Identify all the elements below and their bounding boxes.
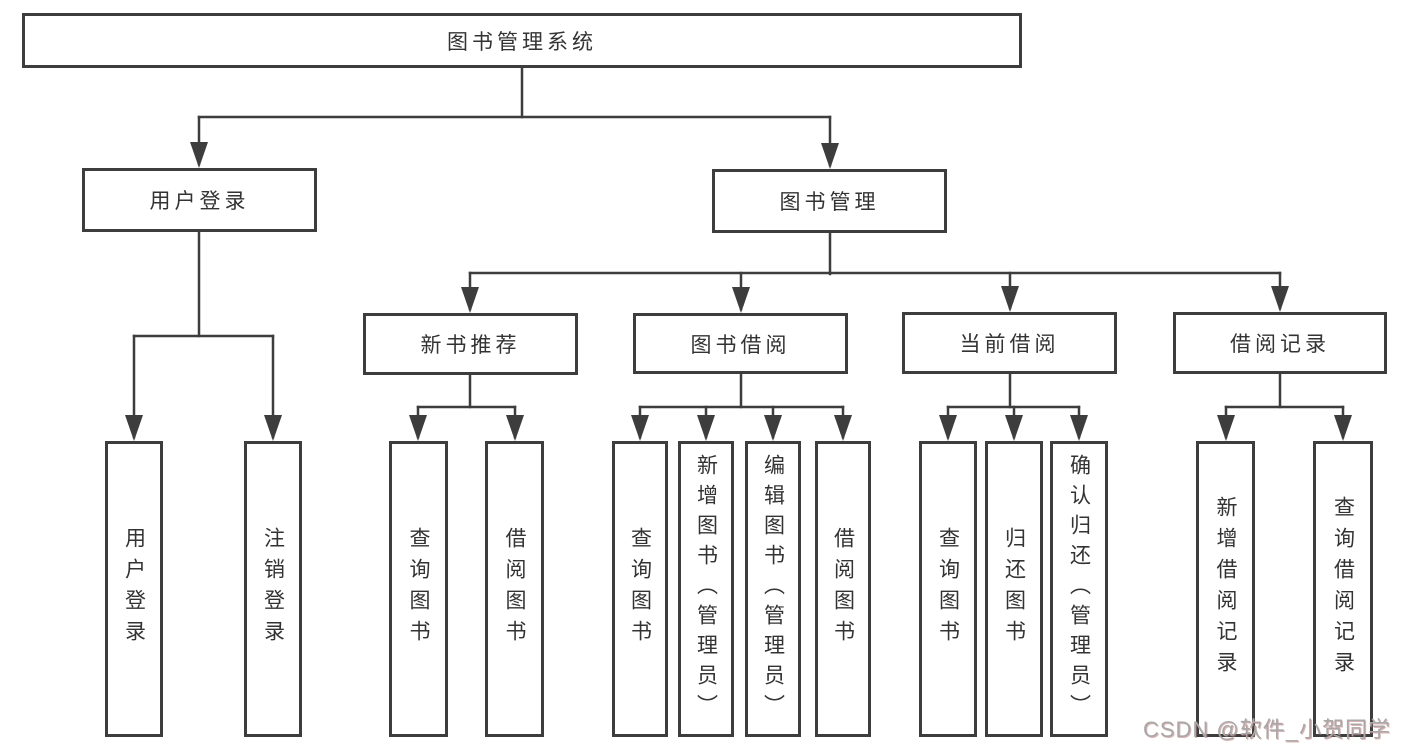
node-label: 图书管理系统 xyxy=(447,30,597,54)
node-label: 查询图书 xyxy=(407,527,431,651)
node-label: 图书借阅 xyxy=(690,333,791,357)
node-label: 新增借阅记录 xyxy=(1214,496,1238,682)
node-label: 查询借阅记录 xyxy=(1331,496,1355,682)
node-label: 借阅记录 xyxy=(1230,333,1330,356)
node-logout-leaf: 注销登录 xyxy=(244,441,302,737)
node-borrow-books-2: 借阅图书 xyxy=(815,441,871,737)
node-book-borrowing: 图书借阅 xyxy=(633,313,848,374)
node-label: 确认归还（管理员） xyxy=(1067,454,1091,724)
node-label: 当前借阅 xyxy=(959,333,1060,356)
node-label: 查询图书 xyxy=(628,527,652,651)
node-label: 用户登录 xyxy=(149,190,250,213)
node-label: 注销登录 xyxy=(261,527,285,651)
node-query-books-3: 查询图书 xyxy=(919,441,977,737)
node-label: 归还图书 xyxy=(1002,527,1026,651)
node-edit-books-admin: 编辑图书（管理员） xyxy=(745,441,801,737)
node-current-borrowing: 当前借阅 xyxy=(902,312,1117,374)
node-add-books-admin: 新增图书（管理员） xyxy=(678,441,734,737)
node-user-login: 用户登录 xyxy=(82,168,317,232)
csdn-watermark: CSDN @软件_小贺同学 xyxy=(1142,717,1391,742)
node-label: 新书推荐 xyxy=(420,334,521,357)
node-label: 用户登录 xyxy=(122,527,146,651)
node-query-books-1: 查询图书 xyxy=(389,441,448,737)
node-user-login-leaf: 用户登录 xyxy=(105,441,163,737)
node-label: 编辑图书（管理员） xyxy=(761,454,785,724)
node-confirm-return-admin: 确认归还（管理员） xyxy=(1050,441,1108,737)
node-query-borrow-record: 查询借阅记录 xyxy=(1313,441,1373,737)
node-label: 借阅图书 xyxy=(503,527,527,651)
node-borrow-books-1: 借阅图书 xyxy=(485,441,544,737)
node-return-books: 归还图书 xyxy=(985,441,1043,737)
node-label: 新增图书（管理员） xyxy=(694,454,718,724)
node-label: 查询图书 xyxy=(936,527,960,651)
node-label: 借阅图书 xyxy=(831,527,855,651)
node-query-books-2: 查询图书 xyxy=(612,441,668,737)
node-new-book-recommend: 新书推荐 xyxy=(363,313,578,375)
node-book-management: 图书管理 xyxy=(712,169,947,233)
node-borrowing-records: 借阅记录 xyxy=(1173,312,1387,374)
node-root: 图书管理系统 xyxy=(22,13,1022,68)
node-add-borrow-record: 新增借阅记录 xyxy=(1196,441,1255,737)
node-label: 图书管理 xyxy=(779,191,880,214)
